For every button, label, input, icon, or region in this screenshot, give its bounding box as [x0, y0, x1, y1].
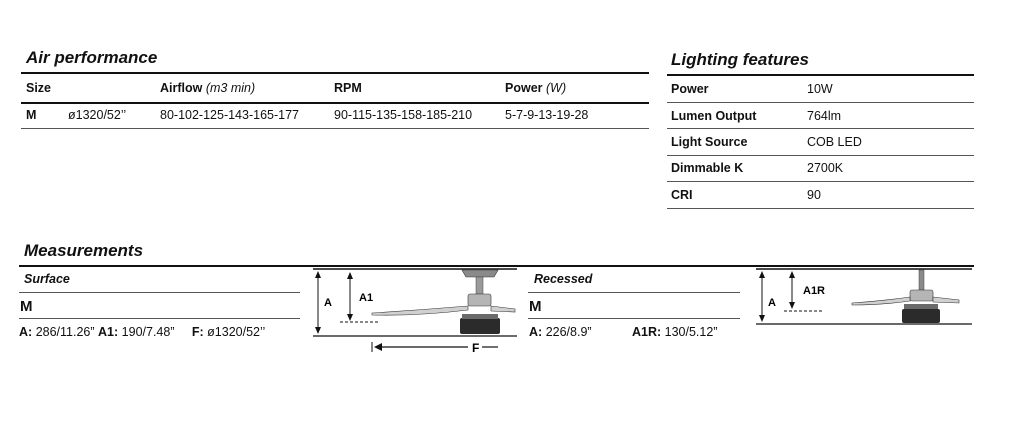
lighting-value-dimmable: 2700K [807, 161, 844, 175]
dim-a-arrow-down [315, 327, 321, 334]
recessed-a-key: A: [529, 325, 543, 339]
surface-label-rule [19, 292, 300, 293]
header-airflow-label: Airflow [160, 81, 203, 95]
row-airflow: 80-102-125-143-165-177 [160, 108, 299, 122]
lighting-value-power: 10W [807, 82, 833, 96]
lighting-features-title: Lighting features [671, 50, 809, 69]
recessed-label-rule [528, 292, 740, 293]
surface-size: M [20, 298, 33, 315]
recessed-fan-diagram: A A1R [756, 268, 972, 325]
recessed-a-value: 226/8.9” [545, 325, 592, 339]
blade-right-shape [932, 296, 960, 304]
dim-a1r-arrow-up [789, 271, 795, 278]
header-size: Size [26, 81, 52, 95]
measurements-title-rule [19, 265, 974, 267]
row-power: 5-7-9-13-19-28 [505, 108, 589, 122]
dim-a-arrow-up [315, 271, 321, 278]
air-title-rule [21, 72, 649, 74]
recessed-a1r: A1R: 130/5.12” [632, 325, 717, 339]
blade-left-shape [851, 296, 911, 306]
recessed-a1r-value: 130/5.12” [664, 325, 718, 339]
surface-fan-diagram: A A1 F [313, 268, 517, 355]
dim-a-arrow-up [759, 271, 765, 278]
dim-a-arrow-down [759, 315, 765, 322]
header-rpm: RPM [334, 81, 362, 95]
lighting-value-source: COB LED [807, 135, 862, 149]
canopy-shape [461, 269, 499, 278]
lighting-rule [667, 181, 974, 182]
header-power-label: Power [505, 81, 543, 95]
row-rpm: 90-115-135-158-185-210 [334, 108, 473, 122]
light-kit-shape [460, 318, 500, 334]
air-performance-title: Air performance [26, 48, 158, 67]
blade-left-shape [371, 305, 469, 316]
lighting-label-lumen: Lumen Output [671, 109, 757, 123]
dim-a1-arrow-up [347, 272, 353, 279]
motor-shape [909, 289, 934, 302]
surface-f-value: ø1320/52’’ [207, 325, 266, 339]
air-row-rule [21, 128, 649, 129]
motor-shape [467, 293, 492, 307]
recessed-size: M [529, 298, 542, 315]
lighting-label-power: Power [671, 82, 709, 96]
dim-f-label: F [472, 341, 479, 355]
surface-f-key: F: [191, 325, 204, 339]
header-airflow: Airflow (m3 min) [160, 81, 255, 95]
lighting-label-dimmable: Dimmable K [671, 161, 744, 175]
lighting-rule [667, 102, 974, 103]
row-size: M [26, 108, 37, 122]
measurements-title: Measurements [24, 241, 144, 260]
air-header-rule [21, 102, 649, 104]
dim-a1r-label: A1R [803, 285, 825, 297]
dim-a1r-arrow-down [789, 302, 795, 309]
lighting-rule [667, 155, 974, 156]
light-kit-shape [902, 309, 940, 323]
dim-a-label: A [324, 297, 332, 309]
recessed-label: Recessed [534, 272, 593, 286]
header-power-unit: (W) [546, 81, 567, 95]
row-diameter: ø1320/52’’ [68, 108, 127, 122]
surface-a1-key: A1: [98, 325, 119, 339]
surface-a-value: 286/11.26” [35, 325, 95, 339]
surface-size-rule [19, 318, 300, 319]
dim-f-arrow-head [374, 343, 382, 351]
lighting-label-source: Light Source [671, 135, 748, 149]
surface-label: Surface [24, 272, 70, 286]
surface-a-key: A: [19, 325, 33, 339]
header-power: Power (W) [505, 81, 566, 95]
recessed-measurements: A: 226/8.9” [529, 325, 592, 339]
lighting-title-rule [667, 74, 974, 76]
dim-a-label: A [768, 297, 776, 309]
header-airflow-unit: (m3 min) [205, 81, 256, 95]
blade-right-shape [490, 305, 516, 313]
lighting-rule [667, 208, 974, 209]
lighting-value-lumen: 764lm [807, 109, 842, 123]
dim-a1-label: A1 [359, 292, 373, 304]
light-kit-top-shape [904, 304, 938, 309]
recessed-a1r-key: A1R: [632, 325, 662, 339]
lighting-label-cri: CRI [671, 188, 693, 202]
surface-measurements: A: 286/11.26” A1: 190/7.48” F: ø1320/52’… [19, 325, 265, 339]
light-kit-top-shape [462, 314, 498, 319]
downrod-shape [918, 269, 925, 291]
surface-a1-value: 190/7.48” [121, 325, 175, 339]
lighting-value-cri: 90 [807, 188, 821, 202]
lighting-rule [667, 128, 974, 129]
downrod-shape [475, 276, 484, 295]
recessed-size-rule [528, 318, 740, 319]
dim-a1-arrow-down [347, 314, 353, 321]
